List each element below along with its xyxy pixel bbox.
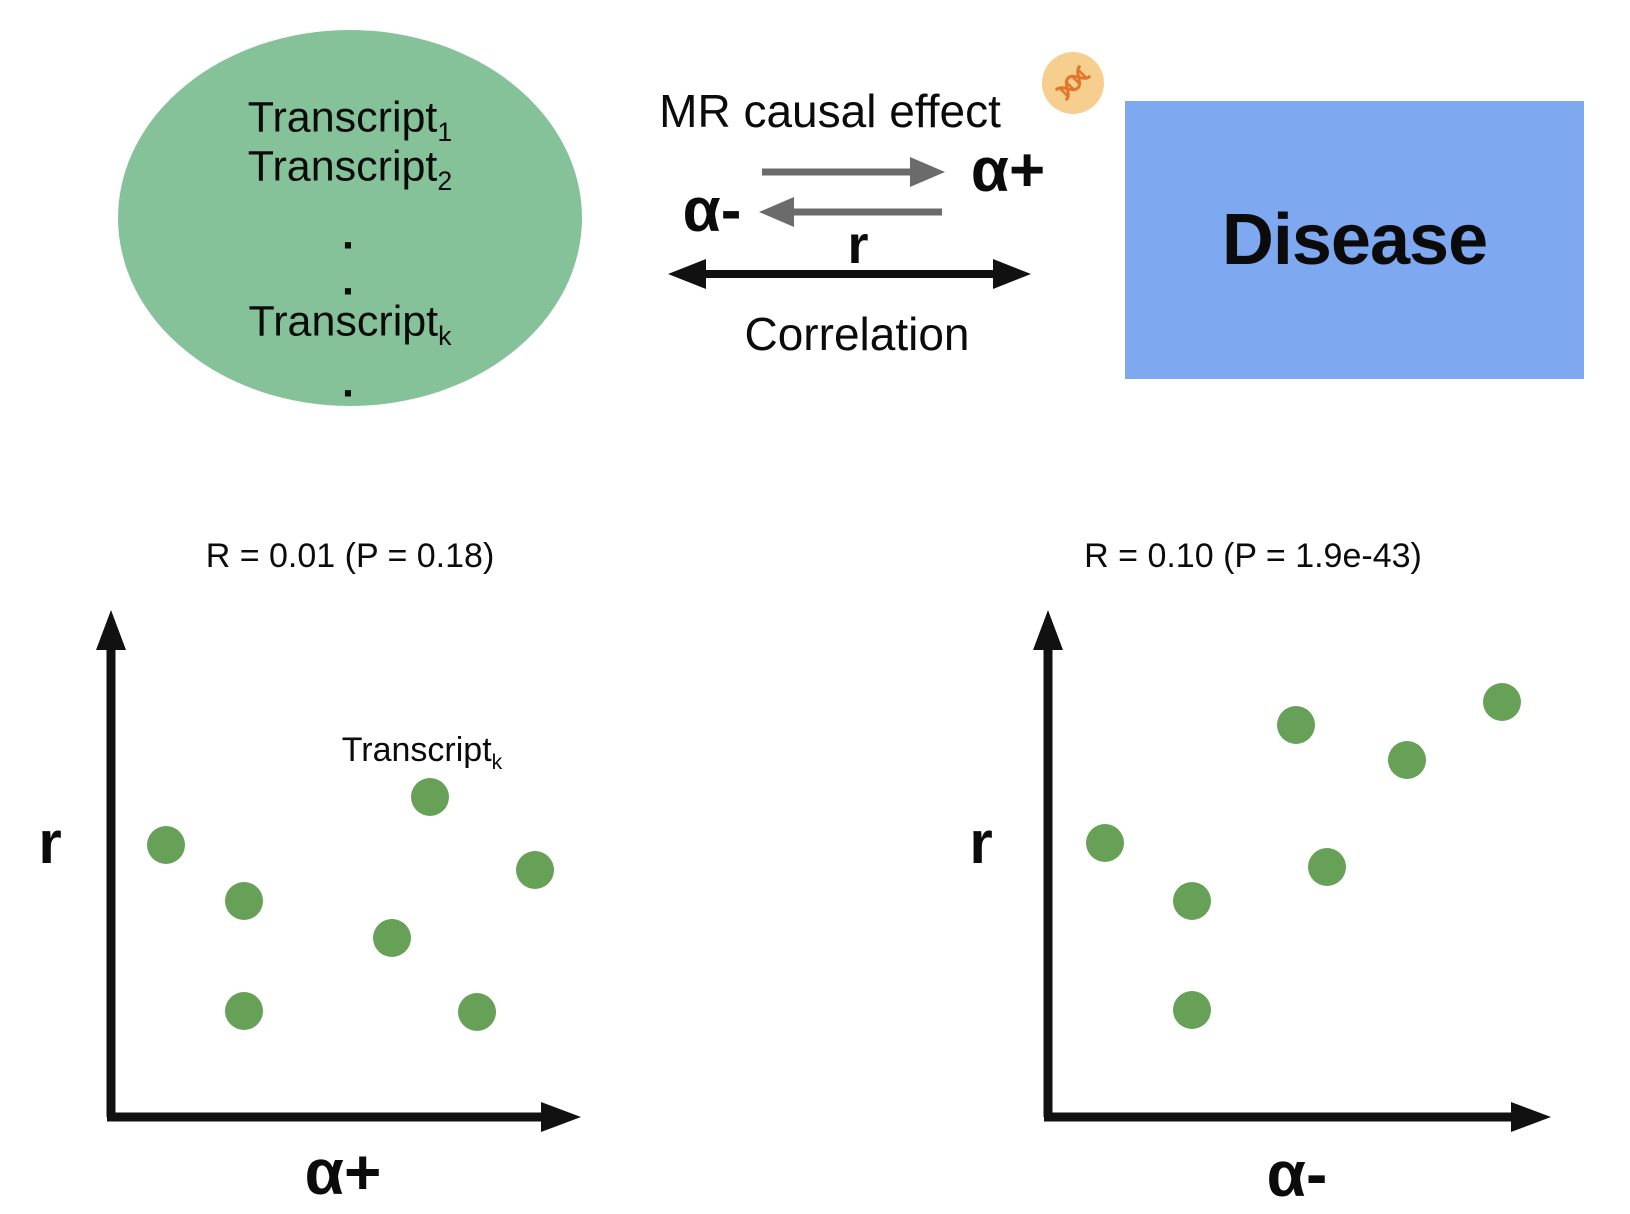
right-plot-points xyxy=(1086,683,1521,1029)
scatter-point xyxy=(1173,991,1211,1029)
transcript-item: Transcriptk xyxy=(248,297,452,352)
alpha-plus-label: α+ xyxy=(970,136,1046,205)
ellipsis-dot: . xyxy=(342,210,354,259)
scatter-point xyxy=(1173,882,1211,920)
disease-label: Disease xyxy=(1221,200,1488,280)
transcript-ellipse xyxy=(118,30,582,406)
correlation-label: Correlation xyxy=(744,308,970,360)
left-plot-xlabel: α+ xyxy=(304,1136,382,1208)
scatter-point xyxy=(225,992,263,1030)
ellipsis-dot: . xyxy=(342,256,354,305)
disease-box: Disease xyxy=(1125,101,1584,379)
mr-reverse-arrow xyxy=(759,197,942,227)
correlation-arrow xyxy=(668,259,1031,289)
right-plot-ylabel: r xyxy=(969,809,993,876)
scatter-point xyxy=(411,778,449,816)
transcript-k-annotation: Transcriptk xyxy=(341,731,503,774)
ellipsis-dot: . xyxy=(342,358,354,407)
alpha-minus-label: α- xyxy=(682,176,742,245)
right-plot-axes xyxy=(1033,610,1551,1132)
transcript-item: Transcript2 xyxy=(247,142,453,197)
r-label: r xyxy=(847,215,869,275)
left-plot-ylabel: r xyxy=(38,809,62,876)
left-plot-title: R = 0.01 (P = 0.18) xyxy=(205,537,495,575)
transcript-item: Transcript1 xyxy=(247,93,453,148)
right-plot-title: R = 0.10 (P = 1.9e-43) xyxy=(1084,537,1422,575)
scatter-point xyxy=(1388,741,1426,779)
scatter-point xyxy=(1308,848,1346,886)
mr-causal-effect-label: MR causal effect xyxy=(659,85,1001,137)
scatter-point xyxy=(225,882,263,920)
left-plot-points xyxy=(147,778,554,1031)
scatter-point xyxy=(373,919,411,957)
scatter-point xyxy=(1483,683,1521,721)
mr-forward-arrow xyxy=(762,157,945,187)
scatter-point xyxy=(458,993,496,1031)
left-plot-axes xyxy=(96,610,581,1132)
right-plot-xlabel: α- xyxy=(1266,1138,1328,1210)
scatter-point xyxy=(1086,824,1124,862)
dna-icon xyxy=(1042,52,1104,114)
scatter-point xyxy=(1277,706,1315,744)
scatter-point xyxy=(516,851,554,889)
scatter-point xyxy=(147,826,185,864)
